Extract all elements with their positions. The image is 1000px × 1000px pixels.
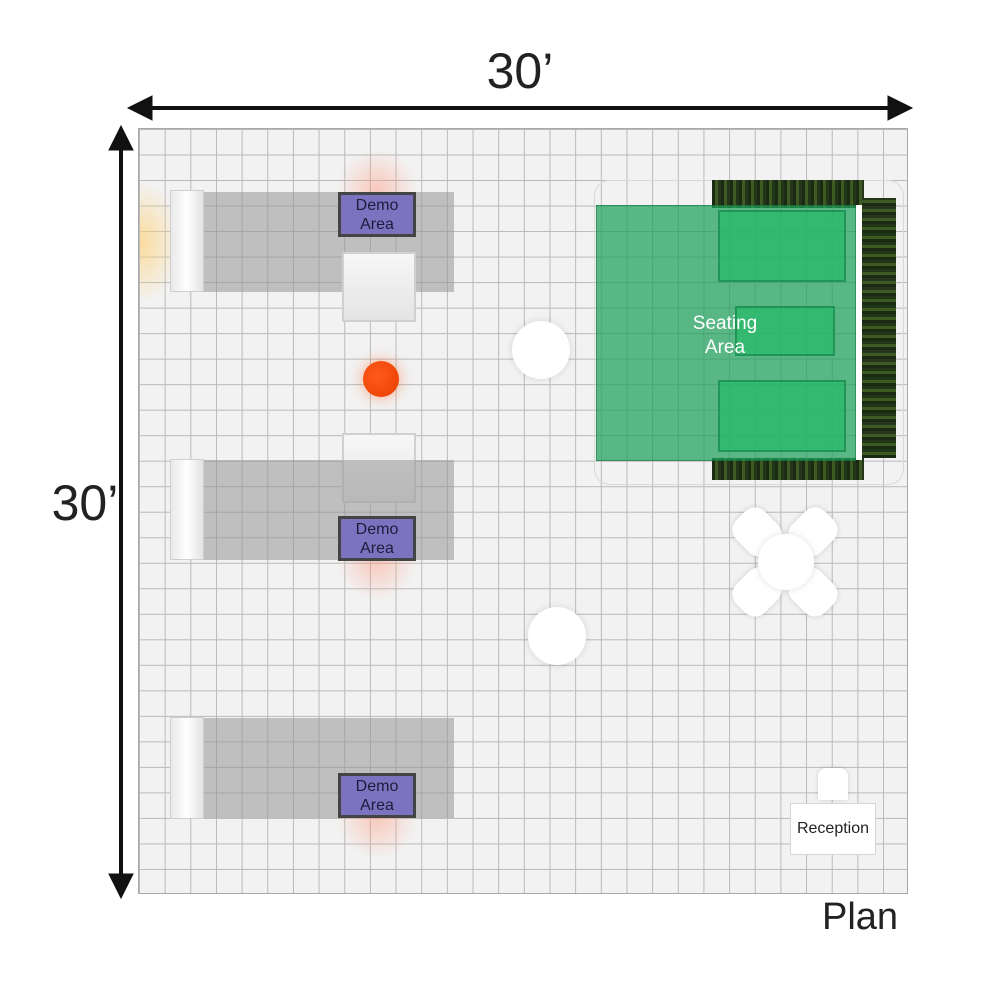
depth-dimension-label: 30’ <box>51 475 119 531</box>
seating-back-panel <box>856 205 862 460</box>
depth-dimension-arrow <box>108 124 134 900</box>
sofa-top <box>718 210 846 282</box>
seating-area-line2: Area <box>704 337 746 358</box>
demo-area-1-line1: Demo <box>355 196 399 214</box>
demo-area-2[interactable]: Demo Area <box>338 516 416 561</box>
demo-area-1[interactable]: Demo Area <box>338 192 416 237</box>
seating-area-label: Seating Area <box>660 312 790 360</box>
demo-area-2-line2: Area <box>360 539 394 557</box>
display-case-1 <box>342 252 416 322</box>
back-wall-2 <box>170 459 204 560</box>
round-stool-2 <box>528 607 586 665</box>
demo-area-3[interactable]: Demo Area <box>338 773 416 818</box>
sofa-middle <box>735 306 835 356</box>
demo-area-2-line1: Demo <box>355 520 399 538</box>
demo-area-3-line2: Area <box>360 796 394 814</box>
cafe-table <box>758 534 814 590</box>
demo-counter-2 <box>204 460 454 560</box>
planter-hedge-right <box>862 198 896 458</box>
demo-counter-1 <box>204 192 454 292</box>
width-dimension-label: 30’ <box>486 43 554 99</box>
round-stool-1 <box>512 321 570 379</box>
demo-area-3-line1: Demo <box>355 777 399 795</box>
back-wall-3 <box>170 717 204 819</box>
planter-hedge-top <box>712 180 864 208</box>
sofa-bottom <box>718 380 846 452</box>
planter-hedge-bottom <box>712 458 864 480</box>
plan-label: Plan <box>821 896 899 938</box>
demo-counter-3 <box>204 718 454 818</box>
reception-chair <box>818 768 848 800</box>
orange-accent-stool <box>363 361 399 397</box>
seating-area-line1: Seating <box>692 313 758 334</box>
reception-desk[interactable]: Reception <box>790 803 876 855</box>
back-wall-1 <box>170 190 204 292</box>
reception-label: Reception <box>796 820 870 837</box>
demo-area-1-line2: Area <box>360 215 394 233</box>
width-dimension-arrow <box>126 95 914 121</box>
